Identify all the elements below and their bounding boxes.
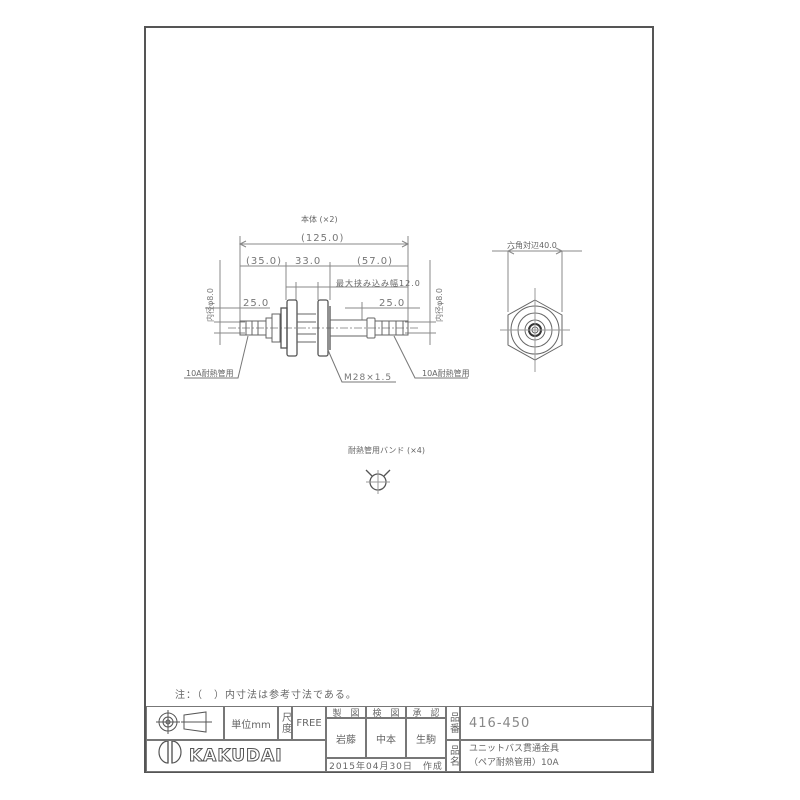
leader-lines [184, 335, 468, 383]
part-number: 416-450 [469, 715, 531, 731]
right-nut [317, 299, 331, 357]
part-name-line1: ユニットバス貫通金具 [469, 744, 560, 754]
part-no-label: 品番 [447, 712, 459, 734]
left-nipple [239, 313, 281, 343]
checked-header: 検 図 [366, 706, 406, 719]
approved-by: 生駒 [406, 718, 446, 758]
segment-left-dim: (35.0) [246, 256, 283, 267]
dimension-note: 注：（ ）内寸法は参考寸法である。 [175, 690, 357, 701]
max-clamp-dim: 最大挟み込み幅12.0 [336, 279, 421, 288]
nipple-left-dim: 25.0 [243, 298, 270, 309]
drawn-by: 岩藤 [326, 718, 366, 758]
drawing-frame [144, 26, 654, 773]
drawn-header: 製 図 [326, 706, 366, 719]
checked-by: 中本 [366, 718, 406, 758]
kakudai-logo-mark [158, 740, 182, 764]
inner-dia-right-dim: 内径φ8.0 [435, 288, 444, 322]
scale-value: FREE [292, 706, 326, 740]
hex-end-view [492, 247, 582, 372]
inner-dia-left-dim: 内径φ8.0 [206, 288, 215, 322]
projection-symbol-cell [146, 706, 224, 740]
kakudai-brand: KAKUDAI [189, 746, 283, 767]
scale-label: 尺度 [279, 712, 291, 734]
part-name-line2: （ペア耐熱管用）10A [469, 758, 559, 768]
body-tube [297, 313, 316, 343]
pipe-left-label: 10A耐熱管用 [186, 369, 234, 378]
segment-mid-dim: 33.0 [295, 256, 322, 267]
pipe-right-label: 10A耐熱管用 [422, 369, 470, 378]
part-name-label: 品名 [447, 745, 459, 767]
part-name-cell: ユニットバス貫通金具 （ペア耐熱管用）10A [460, 740, 652, 772]
thread-label: M28×1.5 [344, 373, 393, 383]
band-label: 耐熱管用バンド (×4) [348, 446, 425, 455]
projection-symbol [156, 710, 212, 734]
title-block: 単位mm 尺度 FREE 製 図 検 図 承 認 岩藤 中本 生駒 KAKUDA… [146, 706, 652, 772]
segment-right-dim: (57.0) [357, 256, 394, 267]
overall-dimension [205, 236, 436, 345]
body-label: 本体 (×2) [301, 215, 338, 224]
date-created: 2015年04月30日 作成 [326, 758, 446, 772]
hex-label: 六角対辺40.0 [507, 241, 557, 250]
band-symbol [365, 469, 391, 494]
nipple-right-dim: 25.0 [379, 298, 406, 309]
approved-header: 承 認 [406, 706, 446, 719]
overall-length-dim: (125.0) [301, 233, 345, 244]
right-nipple [330, 317, 409, 339]
left-nut [280, 299, 298, 357]
unit-cell: 単位mm [224, 706, 278, 740]
